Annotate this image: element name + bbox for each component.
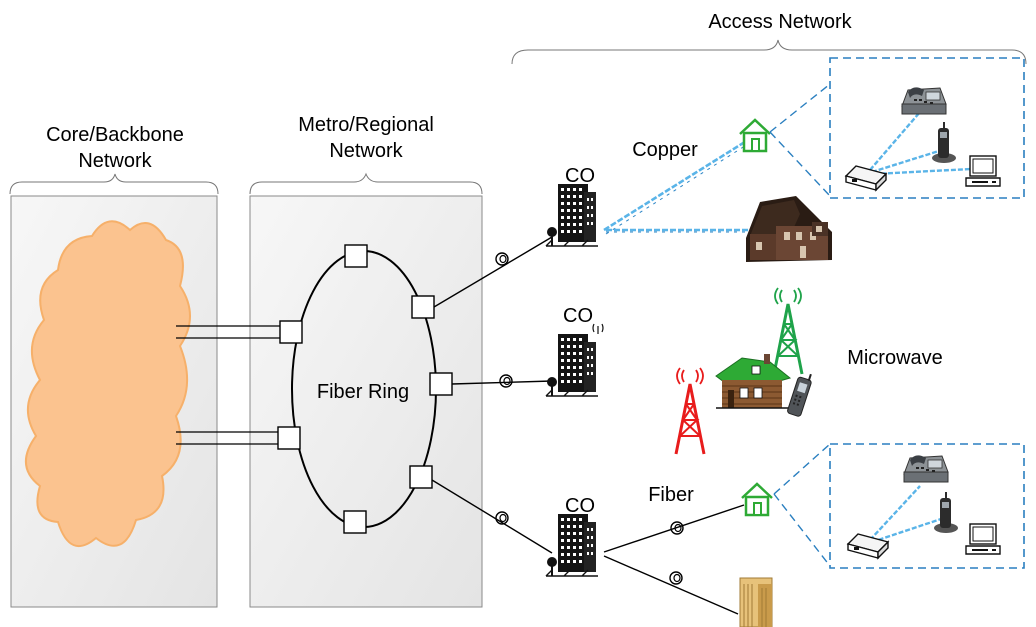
- fiber-label: Fiber: [648, 484, 694, 506]
- fiber-coil-icon: [499, 374, 513, 388]
- cellphone-icon: [787, 373, 812, 417]
- fiber-ring-label: Fiber Ring: [317, 381, 409, 403]
- cordless-phone-icon: [934, 492, 958, 533]
- ring-node: [429, 372, 453, 396]
- metro-network-label-line1: Metro/Regional: [298, 114, 434, 136]
- core-metro-links: [176, 325, 280, 445]
- computer-icon: [965, 523, 1001, 555]
- ring-nodes: [277, 244, 453, 534]
- home-detail-box: [829, 57, 1025, 199]
- home-detail-callout-bottom: [773, 443, 1025, 569]
- ring-node: [279, 320, 303, 344]
- co-building-icon: [545, 183, 599, 247]
- ring-node: [277, 426, 301, 450]
- metro-network-bracket: [249, 172, 483, 195]
- cabin-icon: [715, 354, 792, 409]
- computer-icon: [965, 155, 1001, 187]
- telephone-icon: [903, 454, 949, 483]
- co-label-top: CO: [565, 165, 595, 187]
- brick-house-icon: [746, 196, 832, 262]
- cordless-phone-icon: [932, 122, 956, 163]
- copper-links: [603, 138, 750, 235]
- ring-node: [411, 295, 435, 319]
- copper-label: Copper: [632, 139, 698, 161]
- access-network-bracket: [511, 39, 1027, 65]
- fiber-coil-icon: [669, 571, 683, 585]
- fiber-access-links: [603, 504, 745, 615]
- ring-node: [344, 244, 368, 268]
- metro-network-label-line2: Network: [329, 140, 403, 162]
- ring-node: [343, 510, 367, 534]
- telephone-icon: [901, 86, 947, 115]
- microwave-label: Microwave: [847, 347, 943, 369]
- ring-co-links: [431, 236, 553, 554]
- radio-tower-icon: [674, 366, 706, 456]
- access-network-label: Access Network: [708, 11, 852, 33]
- home-detail-box: [829, 443, 1025, 569]
- ring-node: [409, 465, 433, 489]
- fiber-coil-icon: [495, 252, 509, 266]
- core-network-bracket: [9, 173, 219, 195]
- co-label-middle: CO: [563, 305, 593, 327]
- co-building-icon: [545, 333, 599, 397]
- house-icon: [738, 118, 772, 153]
- office-tower-icon: [739, 577, 773, 627]
- house-icon: [740, 482, 774, 517]
- co-antenna-icon: [592, 323, 604, 334]
- radio-tower-icon: [772, 286, 804, 376]
- co-label-bottom: CO: [565, 495, 595, 517]
- core-network-label-line2: Network: [78, 150, 152, 172]
- co-building-icon: [545, 513, 599, 577]
- home-detail-callout-top: [769, 57, 1025, 199]
- core-network-label-line1: Core/Backbone: [46, 124, 184, 146]
- cloud-icon: [25, 220, 191, 548]
